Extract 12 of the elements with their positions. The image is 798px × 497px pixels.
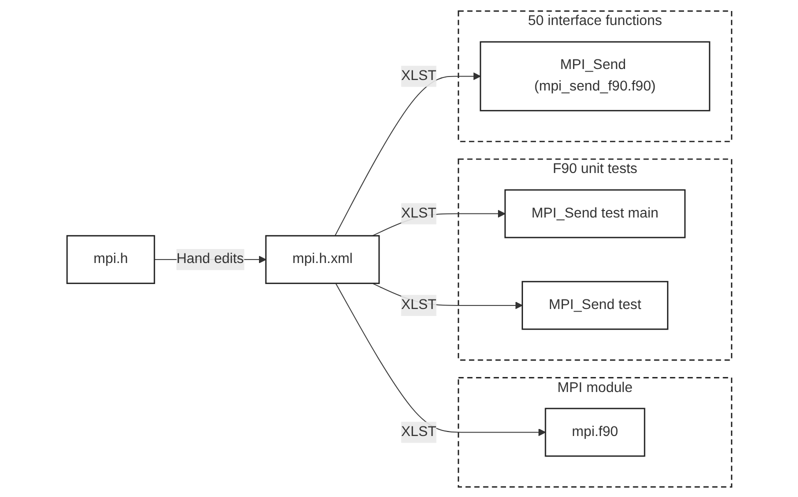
node-box: mpi.h	[66, 234, 155, 284]
node-box: MPI_Send test	[521, 280, 668, 330]
edge-label: XLST	[400, 296, 436, 312]
edge-label: XLST	[400, 424, 436, 439]
node-box: mpi.f90	[544, 407, 645, 456]
node-box: MPI_Send (mpi_send_f90.f90)	[479, 40, 710, 111]
edge-label: XLST	[400, 205, 436, 220]
arrow	[334, 72, 480, 236]
edge-label: Hand edits	[176, 251, 244, 266]
node-box: mpi.h.xml	[264, 234, 380, 284]
edge-label: XLST	[400, 68, 436, 83]
node-box: MPI_Send test main	[504, 188, 686, 238]
